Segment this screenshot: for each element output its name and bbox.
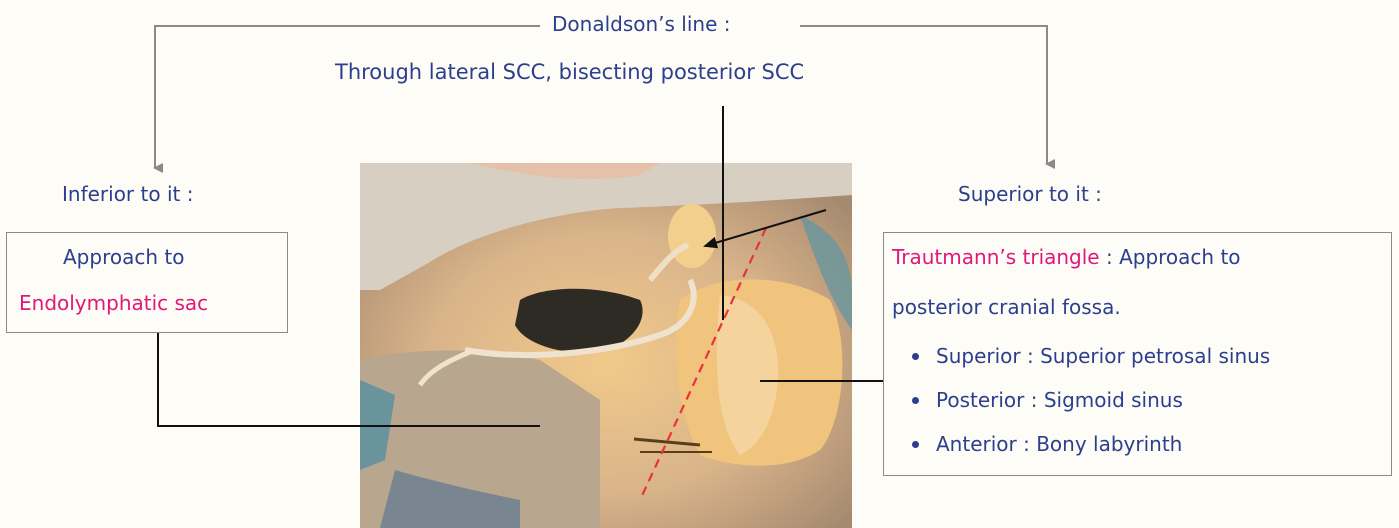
endolymphatic-sac-label: Endolymphatic sac [19, 291, 208, 315]
list-item: Posterior : Sigmoid sinus [906, 378, 1270, 422]
trautmanns-triangle-label: Trautmann’s triangle [892, 245, 1100, 269]
diagram-title: Donaldson’s line : [546, 12, 736, 36]
inferior-box: Approach to Endolymphatic sac [6, 232, 288, 333]
bracket-connector [155, 26, 1047, 168]
dissection-photo [360, 163, 852, 528]
superior-box: Trautmann’s triangle : Approach to poste… [883, 232, 1392, 476]
superior-heading: Superior to it : [958, 182, 1102, 206]
inferior-heading: Inferior to it : [62, 182, 193, 206]
diagram-subtitle: Through lateral SCC, bisecting posterior… [335, 60, 804, 84]
inferior-box-line1: Approach to [63, 245, 184, 269]
boundary-list: Superior : Superior petrosal sinus Poste… [906, 334, 1270, 466]
list-item: Anterior : Bony labyrinth [906, 422, 1270, 466]
list-item: Superior : Superior petrosal sinus [906, 334, 1270, 378]
superior-box-line1-rest: : Approach to [1100, 245, 1241, 269]
superior-box-line1: Trautmann’s triangle : Approach to [892, 245, 1241, 269]
superior-box-line2: posterior cranial fossa. [892, 295, 1121, 319]
